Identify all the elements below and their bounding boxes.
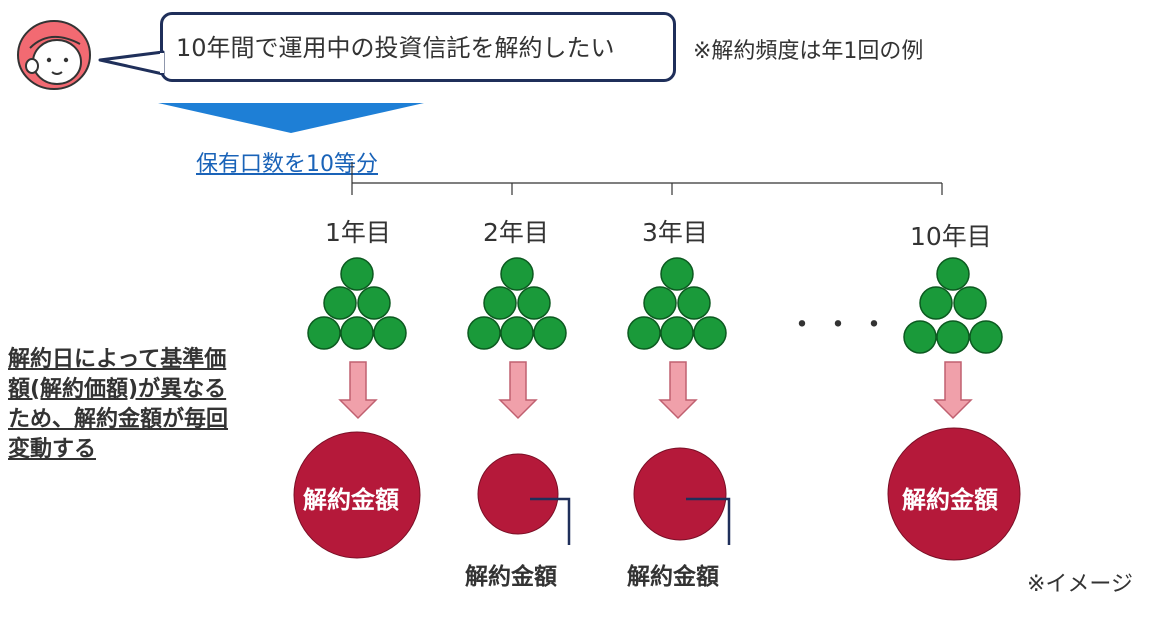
amount-circle-1: [293, 431, 421, 559]
speech-bubble: [160, 12, 676, 82]
image-note: ※イメージ: [1027, 572, 1133, 597]
coin-pile-icon: [627, 257, 727, 350]
amount-circle-3: [633, 447, 727, 541]
year-label-10: 10年目: [910, 222, 992, 251]
down-arrow-icon: [658, 361, 698, 420]
side-note-line: ため、解約金額が毎回: [8, 407, 229, 432]
leader-line-2: [530, 497, 571, 545]
coin-pile-icon: [903, 257, 1003, 354]
coin-pile-icon: [307, 257, 407, 350]
speech-bubble-tail: [98, 50, 165, 76]
leader-line-3: [686, 497, 731, 545]
side-note-line: 額(解約価額)が異なる: [8, 377, 227, 402]
woman-avatar-icon: [17, 20, 91, 90]
year-label-2: 2年目: [483, 218, 549, 247]
split-label: 保有口数を10等分: [196, 152, 378, 177]
amount-label-3: 解約金額: [627, 564, 719, 590]
amount-label-2: 解約金額: [465, 564, 557, 590]
down-arrow-icon: [338, 361, 378, 420]
amount-label-1: 解約金額: [303, 486, 399, 514]
side-note-line: 解約日によって基準価: [8, 347, 227, 372]
amount-circle-2: [477, 453, 559, 535]
side-note-line: 変動する: [8, 437, 97, 462]
bubble-text: 10年間で運用中の投資信託を解約したい: [176, 34, 615, 62]
coin-pile-icon: [467, 257, 567, 350]
down-arrow-icon: [498, 361, 538, 420]
year-label-3: 3年目: [642, 218, 708, 247]
frequency-note: ※解約頻度は年1回の例: [693, 39, 924, 64]
side-note: 解約日によって基準価 額(解約価額)が異なる ため、解約金額が毎回 変動する: [8, 345, 298, 465]
split-arrow-icon: [158, 103, 424, 133]
amount-label-10: 解約金額: [902, 486, 998, 514]
year-label-1: 1年目: [325, 218, 391, 247]
down-arrow-icon: [933, 361, 973, 420]
amount-circle-10: [887, 427, 1021, 561]
ellipsis: ・・・: [787, 308, 895, 343]
